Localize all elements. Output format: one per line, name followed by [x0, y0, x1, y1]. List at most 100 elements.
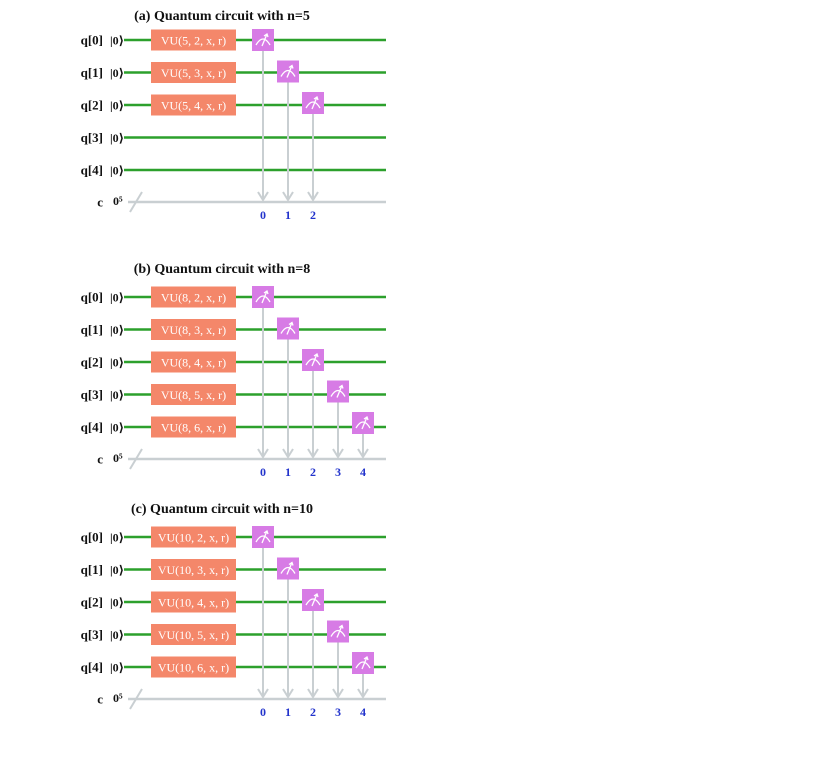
measure-box — [352, 412, 374, 434]
classical-init-label: 0⁵ — [113, 194, 123, 208]
meter-needle — [336, 385, 343, 398]
classical-bit-label: 1 — [285, 465, 291, 479]
circuit-panel-a: (a) Quantum circuit with n=5q[0]|0⟩q[1]|… — [81, 9, 386, 222]
meter-needle-tip — [263, 529, 269, 535]
meter-arc — [305, 358, 321, 366]
arrow-down-icon — [307, 688, 319, 699]
qubit-label: q[1] — [81, 65, 103, 80]
measurement-gate — [252, 286, 274, 308]
meter-arc — [280, 326, 296, 334]
arrow-down-icon — [282, 688, 294, 699]
meter-needle — [361, 656, 368, 670]
meter-icon — [330, 384, 346, 398]
arrow-down-icon — [282, 191, 294, 202]
qubit-label: q[3] — [81, 387, 103, 402]
arrow-down-icon — [357, 448, 369, 459]
measurement-gate — [277, 60, 299, 83]
measure-box — [252, 29, 274, 51]
classical-slash — [129, 448, 143, 470]
meter-icon — [305, 95, 321, 110]
classical-bit-label: 2 — [310, 465, 316, 479]
meter-needle — [261, 290, 268, 304]
measurement-gate — [352, 412, 374, 434]
meter-needle-tip — [363, 655, 369, 661]
init-state-label: |0⟩ — [110, 164, 124, 178]
vu-gate — [151, 416, 236, 438]
init-state-label: |0⟩ — [110, 388, 124, 402]
vu-gate — [151, 624, 236, 645]
meter-icon — [255, 529, 271, 544]
meter-needle — [311, 593, 318, 607]
measurement-gate — [302, 589, 324, 611]
classical-init-label: 0⁵ — [113, 451, 123, 465]
init-state-label: |0⟩ — [110, 323, 124, 337]
meter-arc — [355, 661, 371, 669]
meter-needle — [261, 33, 268, 47]
measure-box — [302, 92, 324, 114]
init-state-label: |0⟩ — [110, 131, 124, 145]
qubit-label: q[0] — [81, 290, 103, 305]
measurement-gate — [252, 29, 274, 51]
vu-gate-label: VU(10, 6, x, r) — [158, 661, 229, 675]
vu-gate — [151, 526, 236, 548]
qubit-label: q[3] — [81, 130, 103, 145]
meter-arc — [255, 295, 271, 303]
vu-gate-label: VU(5, 4, x, r) — [161, 99, 226, 113]
arrow-down-icon — [357, 688, 369, 699]
meter-arc — [330, 389, 346, 397]
init-state-label: |0⟩ — [110, 628, 124, 642]
meter-needle-tip — [288, 321, 294, 326]
measurement-gate — [277, 317, 299, 340]
meter-arc — [255, 38, 271, 46]
vu-gate — [151, 319, 236, 340]
vu-gate — [151, 351, 236, 373]
classical-register-label: c — [97, 692, 103, 707]
vu-gate — [151, 94, 236, 116]
meter-needle-tip — [288, 64, 294, 69]
meter-needle — [286, 322, 293, 335]
vu-gate — [151, 286, 236, 308]
meter-icon — [305, 592, 321, 607]
classical-bit-label: 1 — [285, 705, 291, 719]
vu-gate — [151, 384, 236, 405]
vu-gate-label: VU(10, 2, x, r) — [158, 531, 229, 545]
measurement-gate — [252, 526, 274, 548]
classical-bit-label: 0 — [260, 465, 266, 479]
classical-bit-label: 2 — [310, 705, 316, 719]
meter-icon — [255, 289, 271, 304]
circuit-title: (a) Quantum circuit with n=5 — [134, 9, 310, 24]
classical-bit-label: 3 — [335, 465, 341, 479]
vu-gate-label: VU(8, 6, x, r) — [161, 421, 226, 435]
meter-needle-tip — [288, 561, 294, 566]
meter-icon — [355, 655, 371, 670]
meter-needle-tip — [263, 289, 269, 295]
arrow-down-icon — [307, 191, 319, 202]
classical-slash — [129, 191, 143, 213]
vu-gate — [151, 559, 236, 580]
meter-needle-tip — [313, 592, 319, 598]
meter-arc — [280, 566, 296, 574]
meter-arc — [355, 421, 371, 429]
meter-arc — [255, 535, 271, 543]
meter-icon — [280, 561, 296, 575]
vu-gate-label: VU(10, 3, x, r) — [158, 563, 229, 577]
vu-gate — [151, 656, 236, 678]
meter-icon — [280, 64, 296, 78]
qubit-label: q[0] — [81, 530, 103, 545]
measurement-gate — [302, 92, 324, 114]
qubit-label: q[2] — [81, 355, 103, 370]
meter-arc — [330, 629, 346, 637]
circuit-title: (c) Quantum circuit with n=10 — [131, 502, 313, 517]
meter-needle-tip — [338, 384, 344, 389]
circuit-panel-c: (c) Quantum circuit with n=10q[0]|0⟩q[1]… — [81, 502, 386, 719]
measure-box — [302, 349, 324, 371]
measure-box — [277, 317, 299, 340]
measure-box — [302, 589, 324, 611]
init-state-label: |0⟩ — [110, 596, 124, 610]
classical-bit-label: 4 — [360, 705, 366, 719]
classical-bit-label: 3 — [335, 705, 341, 719]
vu-gate — [151, 62, 236, 83]
vu-gate-label: VU(10, 5, x, r) — [158, 628, 229, 642]
meter-needle-tip — [313, 352, 319, 358]
qubit-label: q[2] — [81, 595, 103, 610]
